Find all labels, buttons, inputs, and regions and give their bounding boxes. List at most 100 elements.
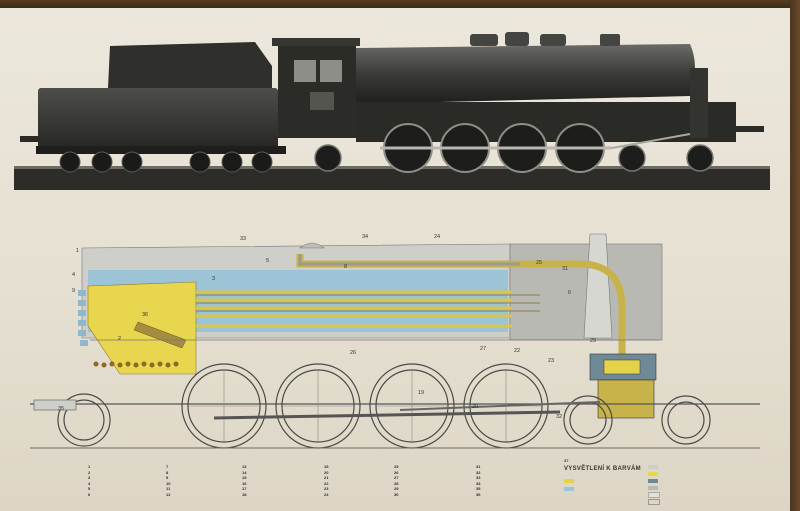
legend-item: 13: [242, 464, 247, 469]
callout-1: 1: [76, 248, 79, 254]
legend-item: 24: [324, 491, 329, 497]
callout-9: 9: [72, 288, 75, 294]
legend-item: 29: [394, 486, 399, 492]
legend-item: 17: [242, 486, 247, 492]
callout-24: 24: [434, 234, 440, 240]
locomotive-photo: [14, 32, 770, 190]
callout-3: 3: [212, 276, 215, 282]
callout-19: 19: [418, 390, 424, 396]
coal-bed: [93, 361, 179, 368]
brick-arch: [133, 321, 187, 349]
callout-27: 27: [480, 346, 486, 352]
legend-column-5: 25 26 27 28 29 30: [394, 464, 474, 498]
callout-23: 23: [548, 358, 554, 364]
callout-5: 5: [266, 258, 269, 264]
callout-4: 4: [72, 272, 75, 278]
callout-6: 6: [568, 290, 571, 296]
legend-item: 36: [476, 491, 481, 497]
legend-item: 20: [324, 469, 329, 475]
wooden-frame-right: [790, 0, 800, 511]
callout-35: 35: [58, 406, 64, 412]
color-row-yellow: [564, 478, 684, 484]
wooden-frame-top: [0, 0, 800, 8]
cab: [272, 38, 360, 138]
key-row-light: [648, 492, 768, 499]
small-wheels: [314, 144, 714, 172]
legend: 1 2 3 4 5 6 7 8 9 10 11 12 13 14 15 16 1…: [88, 458, 788, 510]
legend-item: 31: [476, 464, 481, 469]
legend-item: 28: [394, 480, 399, 486]
key-row-yellow: [648, 471, 768, 477]
legend-item: 19: [324, 464, 329, 469]
dark-swatch: [648, 486, 658, 491]
legend-item: 8: [166, 469, 169, 475]
legend-item: 12: [166, 491, 171, 497]
diagram-coupling-rod: [213, 410, 561, 420]
callout-29: 29: [590, 338, 596, 344]
poster: 1 2 3 4 5 6 8 9 19 20 22 23 24 25 26 27 …: [0, 8, 790, 511]
legend-item: 14: [242, 469, 247, 475]
yellow-swatch: [564, 479, 574, 483]
legend-item: 6: [88, 491, 91, 497]
legend-item: 9: [166, 475, 169, 481]
tender-wheels: [59, 151, 273, 173]
legend-item: 23: [324, 486, 329, 492]
legend-item: 30: [394, 491, 399, 497]
legend-column-1: 1 2 3 4 5 6: [88, 464, 168, 498]
callout-33: 33: [240, 236, 246, 242]
legend-item: 35: [476, 486, 481, 492]
callout-22: 22: [514, 348, 520, 354]
callout-20: 20: [472, 404, 478, 410]
legend-item: 25: [394, 464, 399, 469]
steel-swatch: [648, 479, 658, 484]
key-row-steel: [648, 478, 768, 484]
color-row-blue: [564, 486, 684, 492]
cross-section-diagram: 1 2 3 4 5 6 8 9 19 20 22 23 24 25 26 27 …: [30, 233, 760, 449]
callout-32: 32: [556, 414, 562, 420]
legend-item: 3: [88, 475, 91, 481]
legend-item: 11: [166, 486, 171, 492]
legend-item: 21: [324, 475, 329, 481]
yellow-key-swatch: [648, 472, 658, 477]
key-row-outline: [648, 499, 768, 506]
legend-item: 4: [88, 480, 91, 486]
legend-item: 27: [394, 475, 399, 481]
outline-swatch: [648, 499, 660, 506]
callout-34: 34: [362, 234, 368, 240]
legend-column-6: 31 32 33 34 35 36: [476, 464, 556, 498]
callout-8: 8: [344, 264, 347, 270]
legend-item: 1: [88, 464, 91, 469]
legend-item: 26: [394, 469, 399, 475]
legend-item: 15: [242, 475, 247, 481]
key-row-gray: [648, 464, 768, 470]
superheater-tubes: [196, 294, 540, 312]
legend-item: 32: [476, 469, 481, 475]
callout-31: 31: [562, 266, 568, 272]
callout-26: 26: [350, 350, 356, 356]
blue-swatch: [564, 487, 574, 491]
legend-column-3: 13 14 15 16 17 18: [242, 464, 322, 498]
key-row-dark: [648, 485, 768, 491]
color-key-number: 37: [564, 458, 569, 463]
rail: [14, 166, 770, 169]
legend-item: 10: [166, 480, 171, 486]
colors-title: VYSVĚTLENÍ K BARVÁM: [564, 466, 641, 472]
tender: [20, 42, 286, 154]
legend-item: 33: [476, 475, 481, 481]
callout-2: 2: [118, 336, 121, 342]
track-bed: [14, 168, 770, 190]
buffer: [33, 399, 77, 411]
steam-dome: [299, 242, 325, 249]
legend-item: 22: [324, 480, 329, 486]
legend-item: 2: [88, 469, 91, 475]
legend-column-4: 19 20 21 22 23 24: [324, 464, 404, 498]
legend-item: 34: [476, 480, 481, 486]
callout-25: 25: [536, 260, 542, 266]
boiler: [356, 32, 764, 142]
chimney: [583, 233, 613, 339]
connecting-rod: [399, 401, 601, 411]
callout-36: 36: [142, 312, 148, 318]
legend-item: 5: [88, 486, 91, 492]
firebox-wall: [78, 290, 88, 346]
legend-item: 16: [242, 480, 247, 486]
